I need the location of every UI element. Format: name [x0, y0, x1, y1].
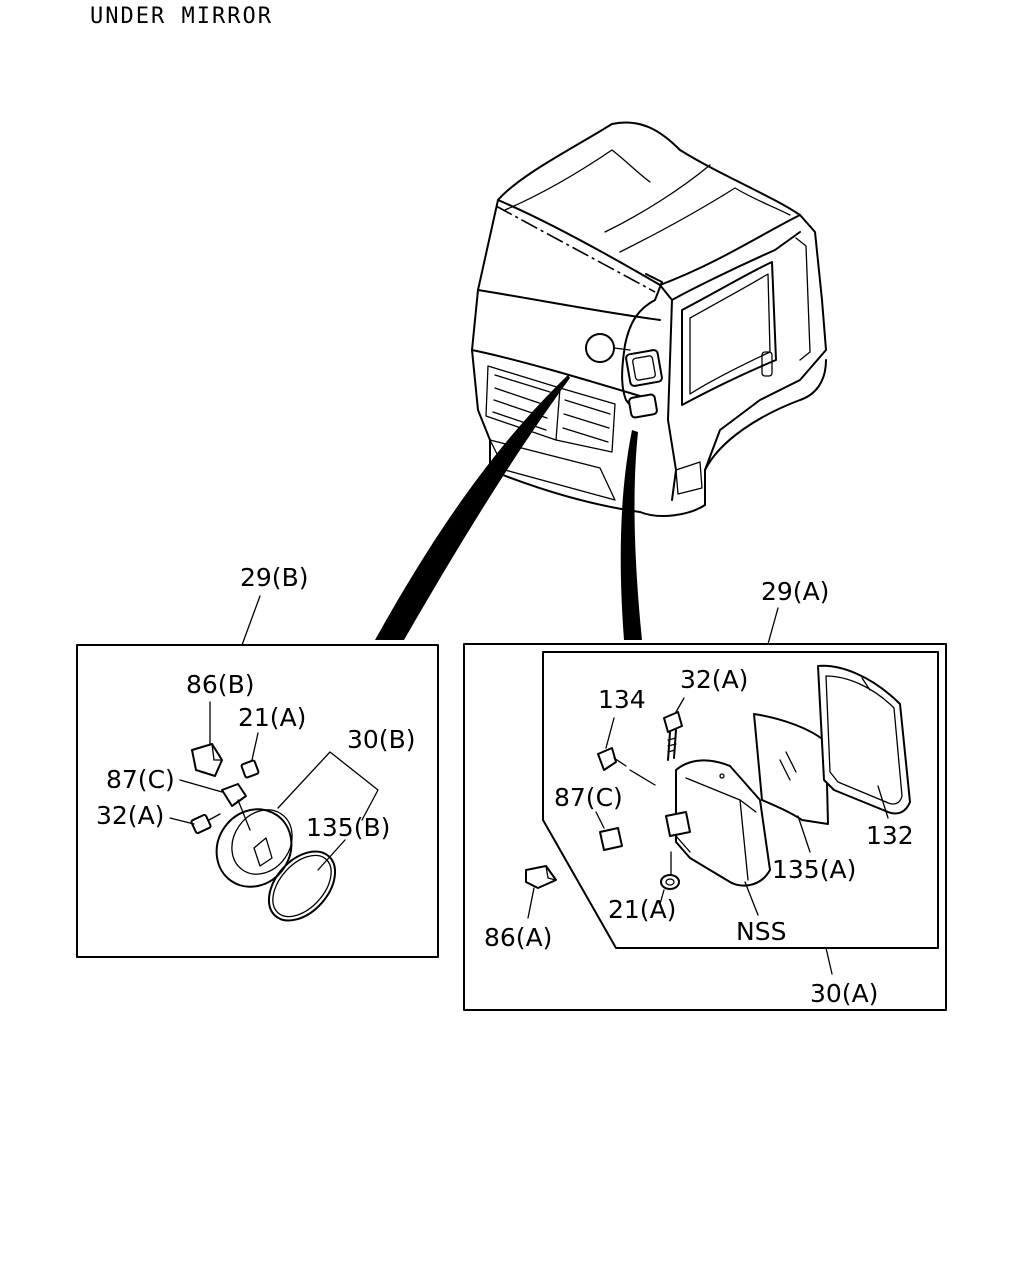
label-134: 134 — [598, 685, 646, 714]
clip-87c-left-shape — [221, 783, 247, 807]
clip-87c-right-shape — [599, 827, 623, 851]
assembly-boundary-30a — [542, 651, 939, 949]
leader-29a — [767, 607, 779, 645]
label-32a-left: 32(A) — [96, 801, 164, 830]
label-nss: NSS — [736, 917, 786, 946]
label-21a-left: 21(A) — [238, 703, 306, 732]
label-86a: 86(A) — [484, 923, 552, 952]
label-86b: 86(B) — [186, 670, 254, 699]
label-135a: 135(A) — [772, 855, 856, 884]
truck-cab-illustration — [471, 121, 827, 517]
label-87c-right: 87(C) — [554, 783, 623, 812]
label-32a-right: 32(A) — [680, 665, 748, 694]
label-29b: 29(B) — [240, 563, 308, 592]
bracket-86a-shape — [525, 865, 557, 889]
ring-135b-shape — [267, 850, 337, 922]
label-21a-right: 21(A) — [608, 895, 676, 924]
label-132: 132 — [866, 821, 914, 850]
nut-21a-left-shape — [240, 759, 260, 779]
callout-wedge-left — [375, 375, 570, 640]
label-135b: 135(B) — [306, 813, 390, 842]
leader-29b — [241, 595, 261, 646]
clip-134-shape — [597, 747, 617, 771]
label-30b: 30(B) — [347, 725, 415, 754]
nut-21a-right-shape — [660, 874, 680, 890]
bolt-32a-left-shape — [190, 813, 212, 835]
detail-box-29a — [463, 643, 947, 1011]
glass-135a-shape — [753, 713, 829, 825]
label-29a: 29(A) — [761, 577, 829, 606]
label-87c-left: 87(C) — [106, 765, 175, 794]
mirror-29a-parts — [525, 664, 911, 919]
callout-wedge-right — [620, 430, 642, 640]
frame-132-shape — [817, 664, 911, 815]
bolt-32a-right-shape — [663, 711, 683, 733]
label-30a: 30(A) — [810, 979, 878, 1008]
diagram-title: UNDER MIRROR — [90, 4, 273, 29]
detail-box-29b — [76, 644, 439, 958]
mirror-head-nss-shape — [675, 759, 771, 887]
mirror-29b-parts — [169, 701, 379, 922]
bracket-86b-shape — [191, 743, 223, 777]
